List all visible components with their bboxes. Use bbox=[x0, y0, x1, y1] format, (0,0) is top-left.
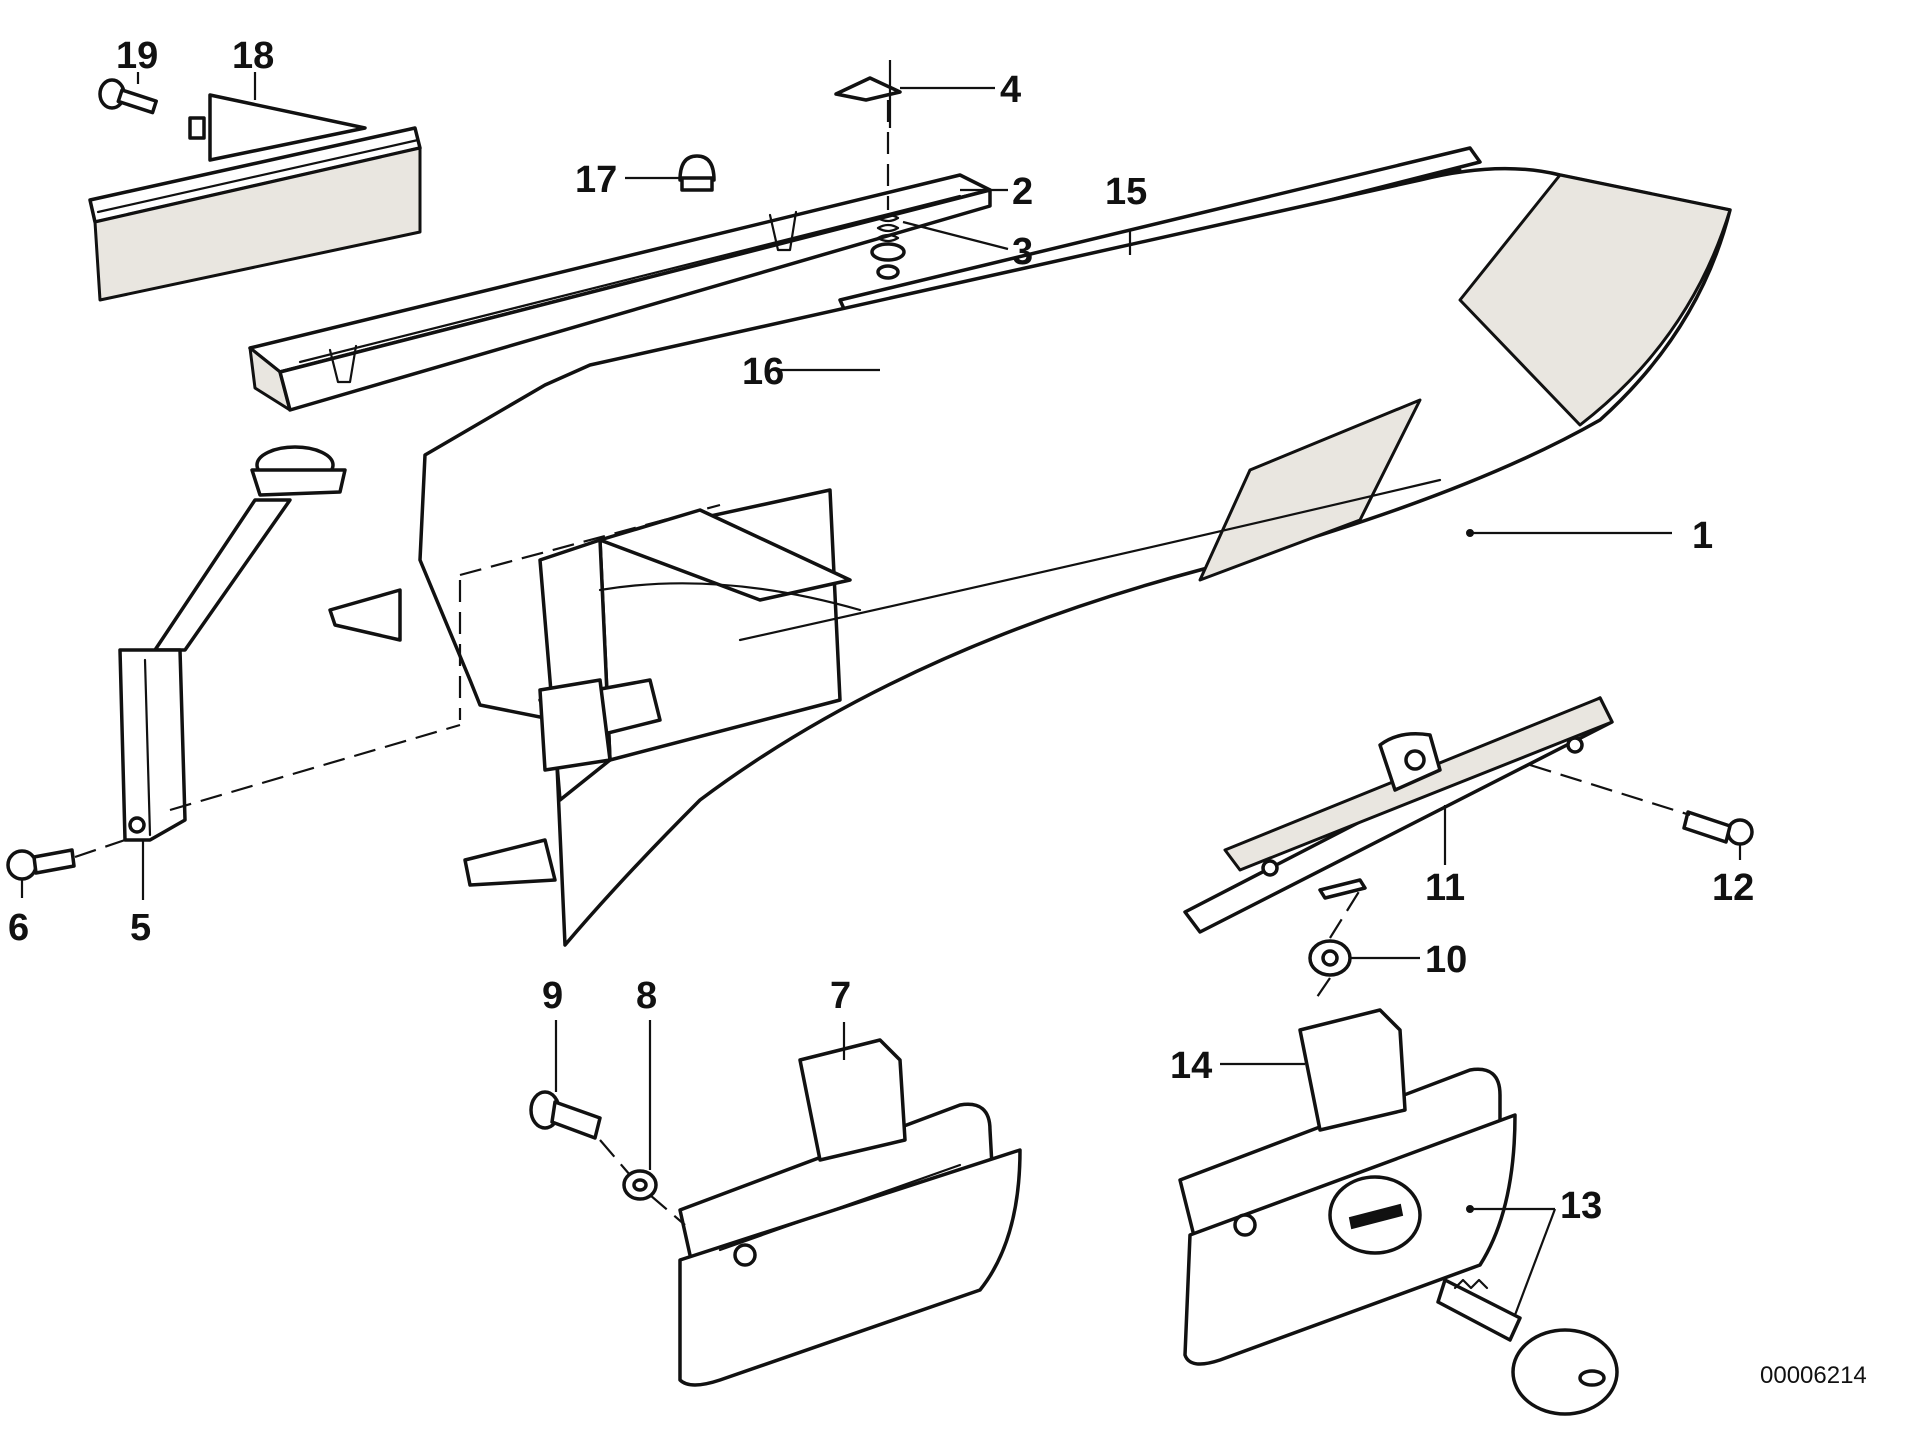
callout-10: 10 bbox=[1425, 939, 1467, 981]
part-7-glove-box-lid bbox=[678, 1038, 1022, 1387]
part-9-screw bbox=[529, 1090, 602, 1140]
callout-2: 2 bbox=[1012, 171, 1033, 213]
part-2-rail-bracket bbox=[248, 173, 992, 412]
part-10-nut bbox=[1308, 939, 1352, 977]
diagram-reference-number: 00006214 bbox=[1760, 1362, 1867, 1389]
part-8-washer bbox=[622, 1169, 658, 1201]
callout-16: 16 bbox=[742, 351, 784, 393]
part-1-glove-box-housing bbox=[328, 166, 1732, 947]
assembly-dashes bbox=[74, 100, 1691, 1226]
part-4-clip bbox=[834, 60, 902, 128]
key-icon bbox=[1436, 1278, 1619, 1416]
leader-lines bbox=[20, 72, 1742, 1316]
part-12-screw bbox=[1682, 810, 1754, 846]
callout-3: 3 bbox=[1012, 231, 1033, 273]
callout-18: 18 bbox=[232, 35, 274, 77]
part-19-screw bbox=[98, 78, 158, 115]
callout-4: 4 bbox=[1000, 69, 1021, 111]
callout-6: 6 bbox=[8, 907, 29, 949]
callout-9: 9 bbox=[542, 975, 563, 1017]
part-6-screw bbox=[6, 848, 76, 881]
part-18-trim-strip bbox=[88, 93, 422, 302]
callout-15: 15 bbox=[1105, 171, 1147, 213]
callout-7: 7 bbox=[830, 975, 851, 1017]
callout-11: 11 bbox=[1425, 867, 1465, 909]
callout-labels: 1 2 3 4 5 6 7 8 9 10 11 12 13 14 15 16 1… bbox=[8, 35, 1867, 1389]
callout-17: 17 bbox=[575, 159, 617, 201]
callout-5: 5 bbox=[130, 907, 151, 949]
callout-8: 8 bbox=[636, 975, 657, 1017]
callout-12: 12 bbox=[1712, 867, 1754, 909]
part-3-spring bbox=[870, 213, 906, 280]
part-13-lockable-lid bbox=[1178, 1008, 1517, 1366]
callout-13: 13 bbox=[1560, 1185, 1602, 1227]
part-5-hinge-strap bbox=[118, 445, 347, 842]
callout-14: 14 bbox=[1170, 1045, 1212, 1087]
part-11-lock-bracket bbox=[1183, 696, 1614, 934]
callout-1: 1 bbox=[1692, 515, 1713, 557]
callout-19: 19 bbox=[116, 35, 158, 77]
part-17-cap-nut bbox=[678, 154, 716, 192]
